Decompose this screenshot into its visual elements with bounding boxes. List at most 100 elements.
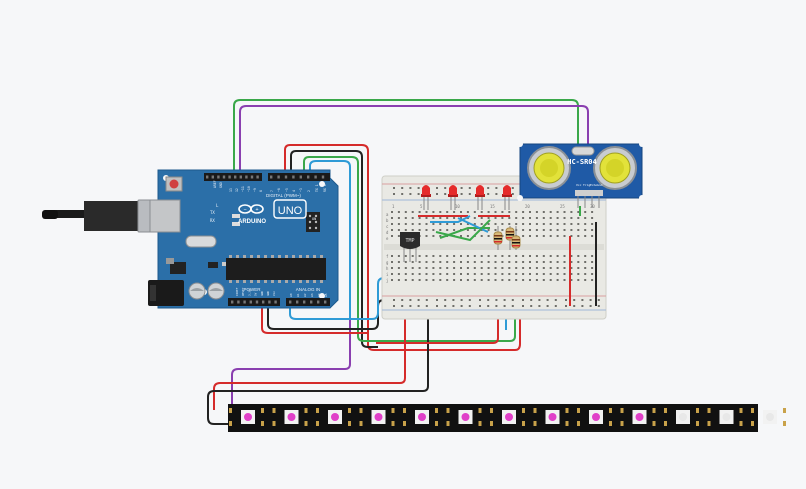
breadboard-hole[interactable] [515, 279, 518, 281]
breadboard-hole[interactable] [487, 211, 490, 213]
breadboard-hole[interactable] [515, 255, 518, 257]
rail-hole[interactable] [468, 193, 471, 195]
breadboard-hole[interactable] [508, 217, 511, 219]
breadboard-hole[interactable] [466, 267, 469, 269]
strip-pixel[interactable] [446, 408, 482, 426]
breadboard-hole[interactable] [508, 273, 511, 275]
rail-hole[interactable] [479, 299, 481, 301]
wire-red-power[interactable] [261, 306, 368, 334]
breadboard-hole[interactable] [432, 211, 435, 213]
breadboard-hole[interactable] [535, 279, 538, 281]
breadboard-hole[interactable] [466, 211, 469, 213]
strip-pixel[interactable] [620, 408, 656, 426]
breadboard-hole[interactable] [446, 273, 449, 275]
rail-hole[interactable] [522, 299, 524, 301]
breadboard-hole[interactable] [439, 279, 442, 281]
breadboard-hole[interactable] [515, 261, 518, 263]
header-pin[interactable] [250, 175, 254, 179]
rail-hole[interactable] [479, 305, 481, 307]
breadboard-hole[interactable] [556, 273, 559, 275]
led-red-4[interactable] [502, 185, 512, 210]
header-pin[interactable] [249, 300, 252, 304]
rail-hole[interactable] [487, 193, 490, 195]
breadboard-hole[interactable] [522, 223, 525, 225]
breadboard-hole[interactable] [556, 279, 559, 281]
breadboard-hole[interactable] [535, 217, 538, 219]
rail-hole[interactable] [530, 305, 533, 307]
rail-hole[interactable] [589, 305, 592, 307]
breadboard-hole[interactable] [577, 217, 580, 219]
rail-hole[interactable] [409, 193, 412, 195]
breadboard-hole[interactable] [487, 273, 490, 275]
rail-hole[interactable] [538, 305, 541, 307]
strip-pixel[interactable] [359, 408, 395, 426]
breadboard-hole[interactable] [473, 211, 476, 213]
breadboard-hole[interactable] [542, 279, 545, 281]
breadboard-hole[interactable] [529, 211, 531, 213]
breadboard-hole[interactable] [542, 217, 545, 219]
rail-hole[interactable] [444, 305, 447, 307]
breadboard-hole[interactable] [522, 255, 525, 257]
breadboard-hole[interactable] [404, 229, 407, 231]
breadboard-hole[interactable] [411, 211, 414, 213]
breadboard-hole[interactable] [584, 229, 587, 231]
breadboard-hole[interactable] [480, 255, 483, 257]
header-pin[interactable] [234, 175, 237, 179]
breadboard-hole[interactable] [446, 211, 449, 213]
breadboard-hole[interactable] [508, 267, 511, 269]
rail-hole[interactable] [401, 187, 404, 189]
breadboard-hole[interactable] [404, 211, 407, 213]
breadboard-hole[interactable] [487, 261, 490, 263]
jumper-green-2[interactable] [435, 219, 491, 242]
breadboard-hole[interactable] [425, 273, 428, 275]
breadboard-hole[interactable] [453, 255, 456, 257]
breadboard-hole[interactable] [515, 211, 518, 213]
breadboard-hole[interactable] [480, 267, 483, 269]
wire-red-pin[interactable] [284, 144, 521, 351]
breadboard-hole[interactable] [494, 211, 497, 213]
breadboard-hole[interactable] [515, 273, 518, 275]
breadboard-hole[interactable] [425, 255, 428, 257]
breadboard-hole[interactable] [466, 229, 469, 231]
wire-black-strip[interactable] [207, 300, 429, 425]
breadboard-hole[interactable] [425, 235, 428, 237]
breadboard-hole[interactable] [432, 279, 435, 281]
breadboard-hole[interactable] [563, 267, 566, 269]
rail-hole[interactable] [581, 305, 584, 307]
header-pin[interactable] [274, 300, 277, 304]
rail-hole[interactable] [538, 299, 541, 301]
breadboard-hole[interactable] [439, 217, 442, 219]
breadboard-hole[interactable] [591, 235, 594, 237]
breadboard-hole[interactable] [584, 235, 587, 237]
breadboard-hole[interactable] [577, 223, 580, 225]
breadboard-hole[interactable] [570, 229, 573, 231]
breadboard-hole[interactable] [411, 261, 414, 263]
rail-hole[interactable] [460, 193, 463, 195]
breadboard-hole[interactable] [501, 255, 504, 257]
breadboard-hole[interactable] [556, 261, 559, 263]
breadboard-hole[interactable] [453, 223, 456, 225]
breadboard-hole[interactable] [432, 273, 435, 275]
breadboard-hole[interactable] [439, 223, 442, 225]
breadboard-hole[interactable] [577, 211, 580, 213]
breadboard-hole[interactable] [411, 267, 414, 269]
rail-hole[interactable] [409, 299, 412, 301]
breadboard-hole[interactable] [494, 217, 497, 219]
breadboard-hole[interactable] [522, 261, 525, 263]
breadboard-hole[interactable] [563, 223, 566, 225]
breadboard-hole[interactable] [494, 255, 497, 257]
breadboard-hole[interactable] [418, 217, 421, 219]
header-pin[interactable] [268, 300, 271, 304]
breadboard-hole[interactable] [460, 211, 462, 213]
rail-hole[interactable] [401, 193, 404, 195]
breadboard-hole[interactable] [432, 223, 435, 225]
breadboard-hole[interactable] [425, 229, 428, 231]
breadboard-hole[interactable] [508, 223, 511, 225]
breadboard-hole[interactable] [487, 255, 490, 257]
strip-pixel[interactable] [577, 408, 612, 426]
breadboard-hole[interactable] [460, 217, 462, 219]
breadboard-hole[interactable] [460, 267, 462, 269]
rail-hole[interactable] [495, 193, 498, 195]
rail-hole[interactable] [425, 299, 428, 301]
breadboard-hole[interactable] [439, 267, 442, 269]
